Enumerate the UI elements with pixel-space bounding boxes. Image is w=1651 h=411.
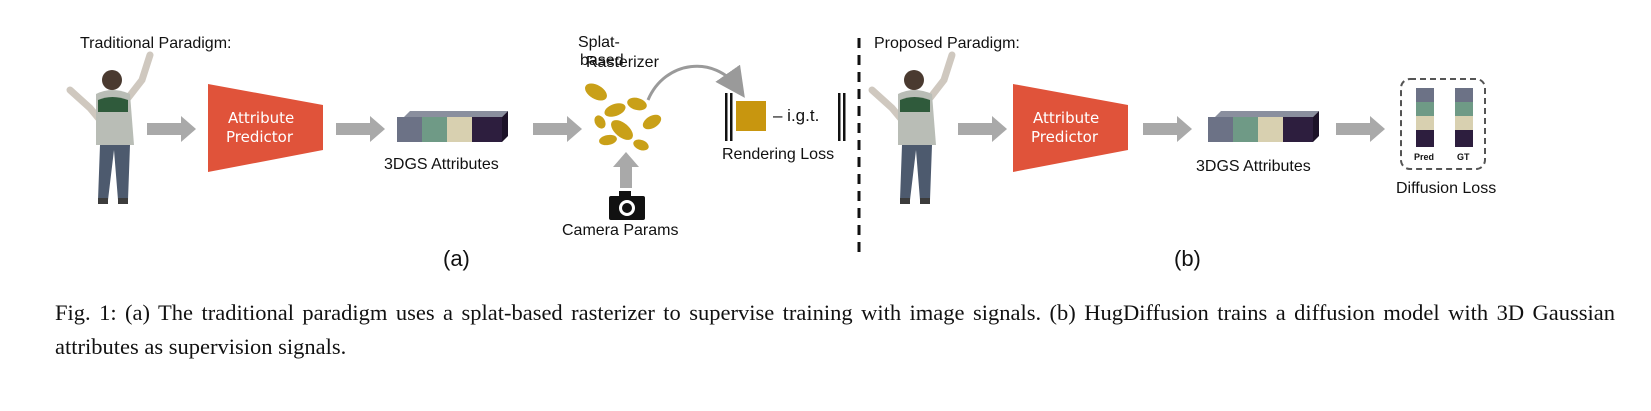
diagram-canvas bbox=[66, 38, 1486, 258]
predictor-label-a-line1: Attribute bbox=[228, 109, 295, 127]
splat-rasterizer-icon bbox=[585, 83, 662, 151]
pred-column bbox=[1416, 88, 1434, 147]
rasterizer-label-line3: Rasterizer bbox=[586, 54, 659, 71]
arrow-a-1 bbox=[147, 116, 196, 142]
heading-proposed: Proposed Paradigm: bbox=[874, 35, 1020, 52]
rasterizer-word-splat: Splat- bbox=[578, 34, 620, 51]
rasterizer-word-based: based bbox=[580, 52, 624, 69]
attribute-block-a bbox=[397, 111, 508, 142]
arrow-b-2 bbox=[1143, 116, 1192, 142]
figure-caption: Fig. 1: (a) The traditional paradigm use… bbox=[55, 300, 1615, 359]
person-figure-a bbox=[66, 51, 154, 204]
rendering-loss-label: Rendering Loss bbox=[722, 146, 835, 163]
arrow-a-3 bbox=[533, 116, 582, 142]
pred-label: Pred bbox=[1414, 152, 1435, 162]
rendering-loss-formula bbox=[725, 93, 846, 141]
loss-formula-text: – i.g.t. bbox=[773, 106, 820, 125]
camera-params-label: Camera Params bbox=[562, 222, 679, 239]
predictor-label-b-line2: Predictor bbox=[1031, 128, 1099, 146]
diffusion-loss-label: Diffusion Loss bbox=[1396, 180, 1497, 197]
attribute-predictor-a bbox=[208, 84, 323, 172]
rasterizer-label-line1: Splat-based bbox=[578, 34, 624, 70]
attributes-label-b: 3DGS Attributes bbox=[1196, 158, 1311, 175]
predictor-label-b-line1: Attribute bbox=[1033, 109, 1100, 127]
camera-icon bbox=[609, 191, 645, 220]
predictor-label-a-line2: Predictor bbox=[226, 128, 294, 146]
attributes-label-a: 3DGS Attributes bbox=[384, 156, 499, 173]
gt-label: GT bbox=[1457, 152, 1470, 162]
sub-label-b: (b) bbox=[1174, 246, 1201, 271]
person-figure-b bbox=[868, 51, 956, 204]
attribute-predictor-b bbox=[1013, 84, 1128, 172]
arrow-b-1 bbox=[958, 116, 1007, 142]
heading-traditional: Traditional Paradigm: bbox=[80, 35, 232, 52]
arrow-b-3 bbox=[1336, 116, 1385, 142]
attribute-block-b bbox=[1208, 111, 1319, 142]
camera-up-arrow bbox=[613, 152, 639, 188]
sub-label-a: (a) bbox=[443, 246, 470, 271]
diffusion-comparison-box bbox=[1400, 78, 1486, 170]
arrow-a-2 bbox=[336, 116, 385, 142]
gt-column bbox=[1455, 88, 1473, 147]
curved-arrow bbox=[646, 64, 745, 101]
